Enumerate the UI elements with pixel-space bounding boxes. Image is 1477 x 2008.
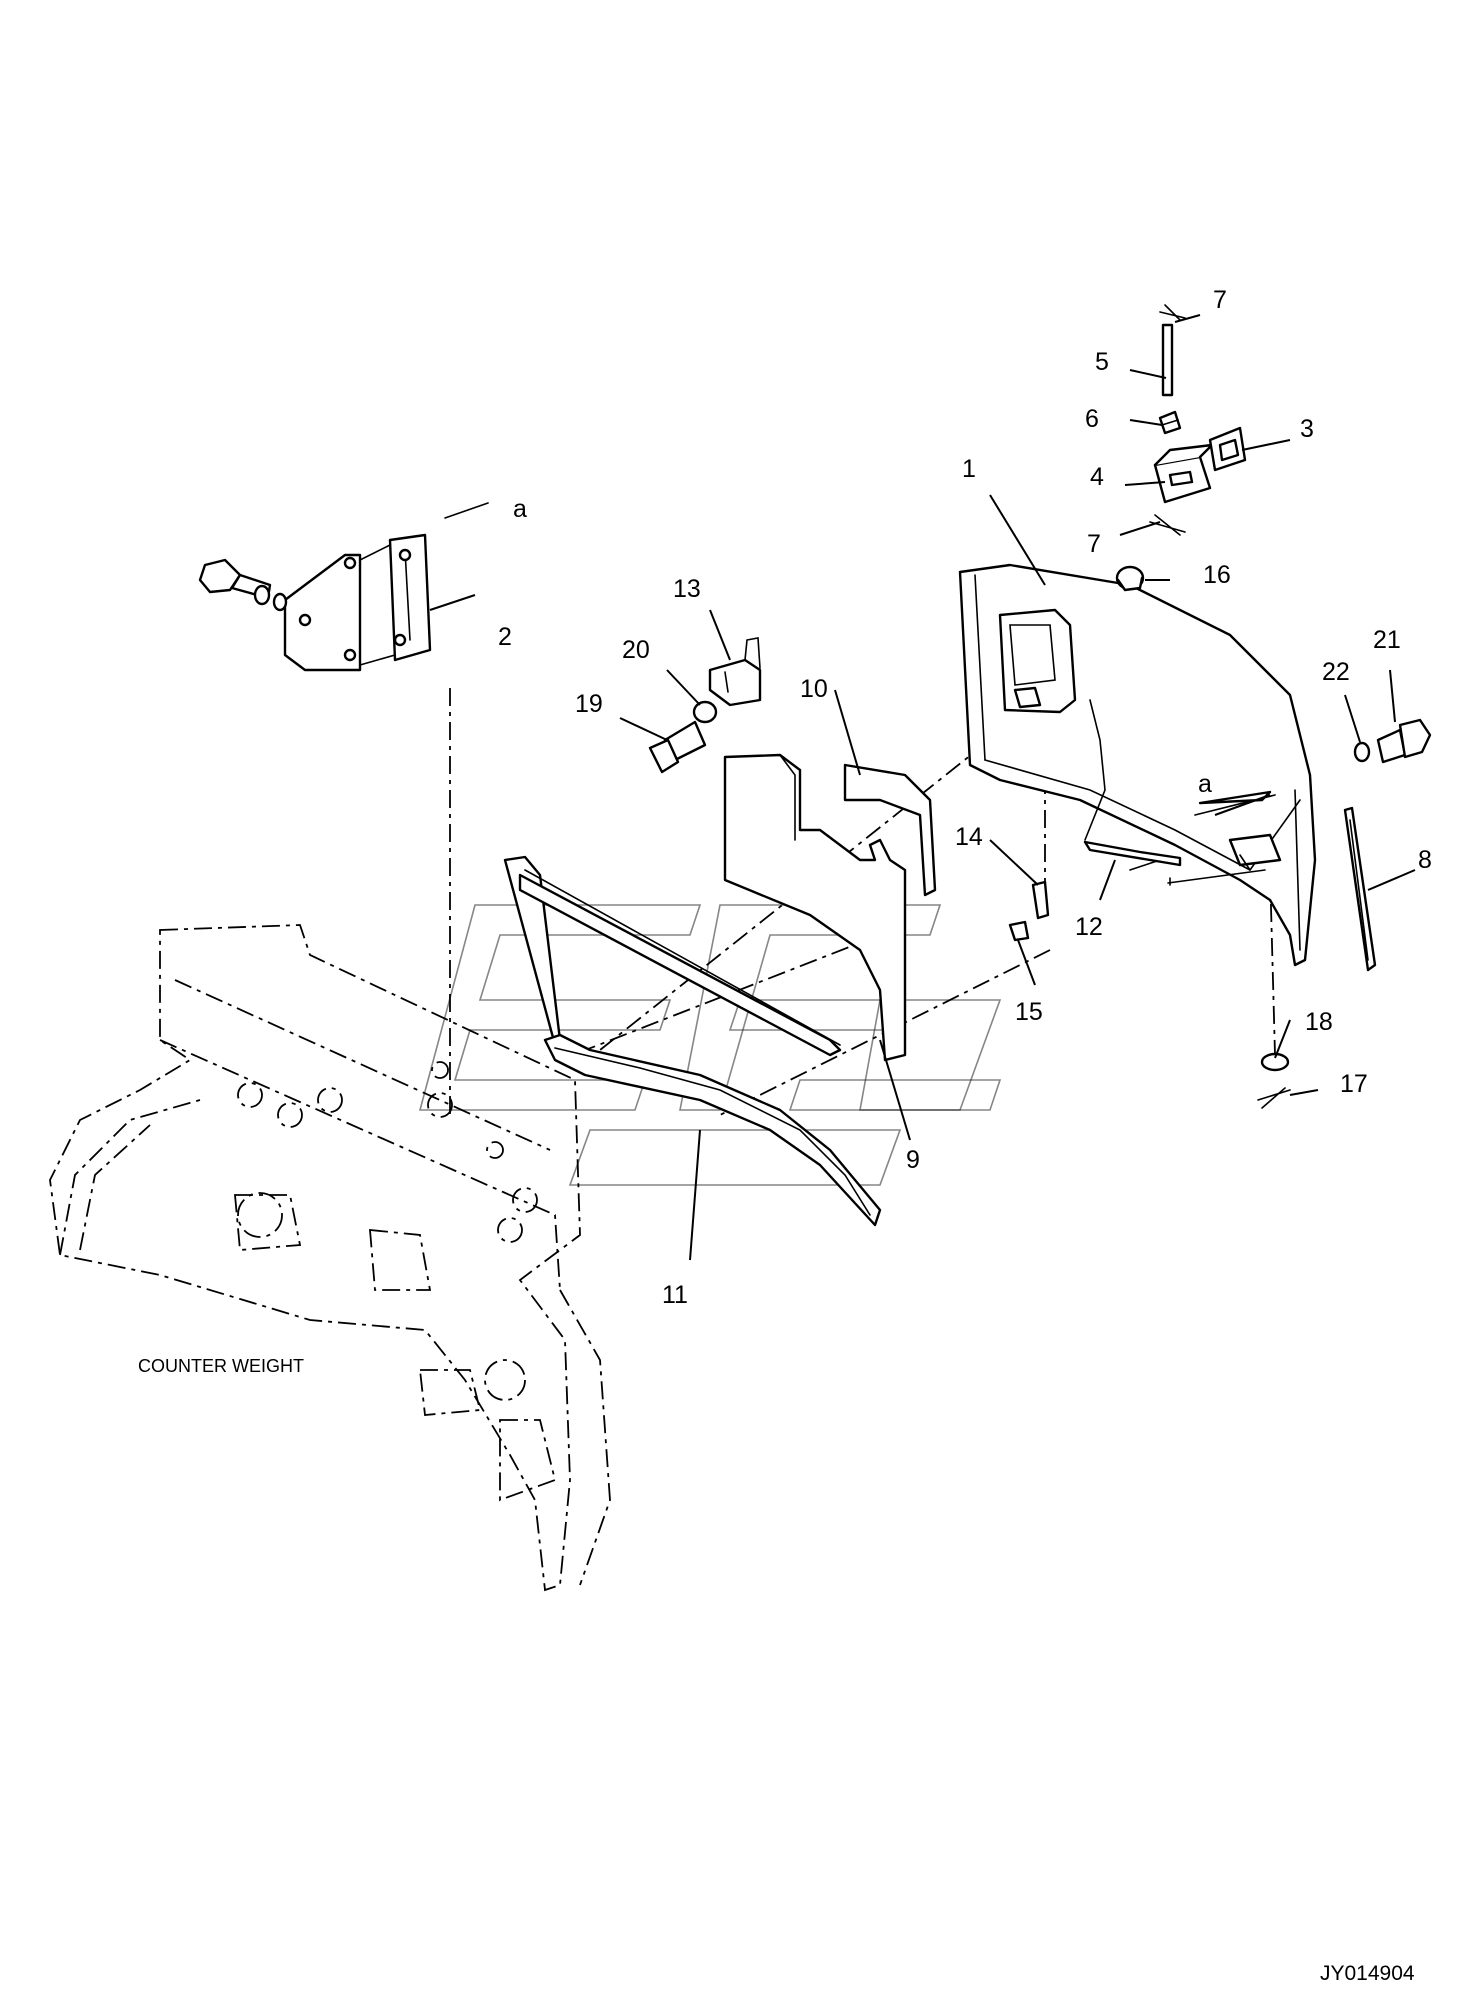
callout-1: 1 xyxy=(962,455,976,483)
callout-12: 12 xyxy=(1075,913,1103,941)
part-3-latch-bracket xyxy=(1208,426,1247,472)
part-16-grommet xyxy=(1115,565,1145,592)
callout-11: 11 xyxy=(662,1281,688,1309)
callout-22: 22 xyxy=(1322,658,1350,686)
callout-4: 4 xyxy=(1090,463,1104,491)
counter-weight-body xyxy=(49,924,611,1592)
callout-9: 9 xyxy=(906,1146,920,1174)
callout-5: 5 xyxy=(1095,348,1109,376)
part-8-seal-strip xyxy=(1343,806,1377,972)
callout-21: 21 xyxy=(1373,626,1401,654)
part-11-seal-frame xyxy=(503,855,882,1227)
callout-labels: 1 2 3 4 5 6 7 7 8 9 10 11 12 13 14 15 16… xyxy=(498,286,1432,1309)
part-15-clip xyxy=(1008,920,1030,942)
callout-3: 3 xyxy=(1300,415,1314,443)
callout-19: 19 xyxy=(575,690,603,718)
part-6-spring xyxy=(1158,410,1182,435)
callout-18: 18 xyxy=(1305,1008,1333,1036)
part-13-bracket xyxy=(708,637,762,707)
callout-7-top: 7 xyxy=(1213,286,1227,314)
callout-2: 2 xyxy=(498,623,512,651)
callout-7-bottom: 7 xyxy=(1087,530,1101,558)
callout-a-top: a xyxy=(513,495,527,523)
part-2-hinge-bracket xyxy=(198,502,489,672)
callout-15: 15 xyxy=(1015,998,1043,1026)
part-7-cotter-pin-top xyxy=(1159,304,1186,321)
callout-20: 20 xyxy=(622,636,650,664)
part-7-cotter-pin-bottom xyxy=(1149,514,1186,536)
callout-16: 16 xyxy=(1203,561,1231,589)
part-22-washer xyxy=(1353,741,1371,763)
part-1-rear-cover xyxy=(958,563,1317,967)
part-21-bolt xyxy=(1376,718,1432,764)
callout-14: 14 xyxy=(955,823,983,851)
part-4-latch-block xyxy=(1153,443,1214,504)
leader-lines xyxy=(429,314,1416,1261)
part-5-pin xyxy=(1161,323,1174,397)
callout-17: 17 xyxy=(1340,1070,1368,1098)
callout-13: 13 xyxy=(673,575,701,603)
watermark-logo xyxy=(418,904,1002,1186)
part-10-insulation-pad xyxy=(723,753,937,1062)
part-20-washer xyxy=(692,700,718,724)
callout-6: 6 xyxy=(1085,405,1099,433)
callout-8: 8 xyxy=(1418,846,1432,874)
counter-weight-caption: COUNTER WEIGHT xyxy=(138,1356,304,1376)
document-id: JY014904 xyxy=(1320,1962,1415,1985)
callout-a-cover: a xyxy=(1198,770,1212,798)
part-12-seal xyxy=(1083,840,1182,867)
part-17-cotter-pin xyxy=(1257,1087,1291,1109)
part-19-bolt xyxy=(648,720,707,774)
part-18-washer xyxy=(1260,1052,1290,1072)
part-14-clip xyxy=(1031,880,1050,920)
callout-10: 10 xyxy=(800,675,828,703)
